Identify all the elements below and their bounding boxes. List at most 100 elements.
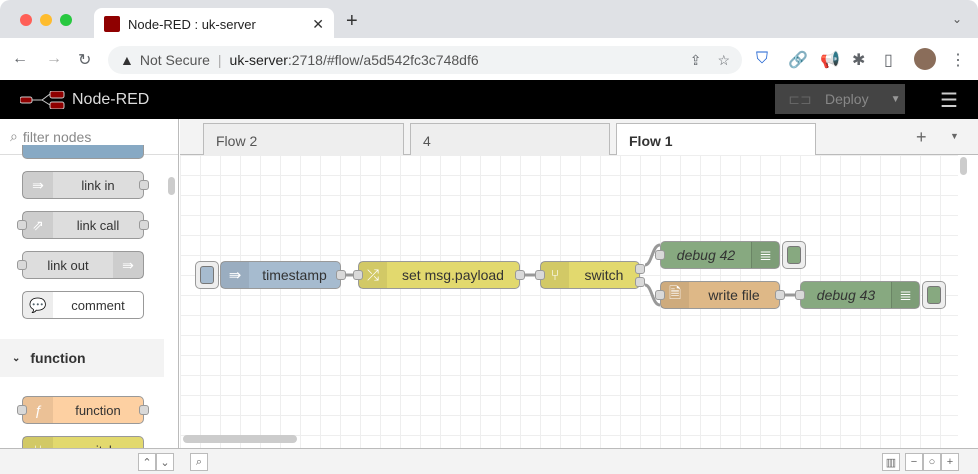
extensions-puzzle-icon[interactable]: ✱	[852, 52, 866, 69]
horizontal-scrollbar[interactable]	[183, 435, 297, 443]
node-label: debug 42	[676, 247, 736, 263]
tab-search-icon[interactable]: ⌄	[952, 12, 963, 26]
back-icon[interactable]: ←	[12, 50, 28, 67]
share-icon[interactable]: ⇪	[689, 51, 702, 68]
input-port[interactable]	[655, 250, 665, 260]
output-port-1[interactable]	[635, 264, 645, 274]
link-in-icon: ⇛	[23, 172, 53, 198]
forward-icon[interactable]: →	[46, 50, 62, 67]
footer-bar: ⌃ ⌄ ⌕ ▥ − ○ +	[0, 448, 978, 474]
switch-icon: ⑂	[23, 437, 53, 448]
deploy-label: Deploy	[825, 91, 869, 107]
link-out-icon: ⇛	[113, 252, 143, 278]
palette-node-function[interactable]: ƒ function	[17, 396, 149, 424]
browser-tab-strip: Node-RED : uk-server ✕ + ⌄	[0, 0, 978, 40]
close-window-button[interactable]	[20, 14, 32, 26]
node-label: link in	[81, 177, 115, 193]
url-host: uk-server	[229, 52, 288, 68]
node-label: function	[75, 402, 121, 418]
shuffle-icon: ⤮	[359, 262, 387, 288]
palette-scrollbar[interactable]	[168, 177, 175, 195]
search-flows-icon[interactable]: ⌕	[190, 453, 208, 471]
flow-node-debug-42[interactable]: debug 42 ≣	[655, 241, 780, 269]
flow-list-dropdown-icon[interactable]: ▼	[950, 131, 959, 141]
search-icon: ⌕	[10, 128, 18, 144]
bitwarden-extension-icon[interactable]: ⛉	[756, 50, 769, 67]
expand-all-icon[interactable]: ⌄	[156, 453, 174, 471]
close-tab-icon[interactable]: ✕	[312, 15, 324, 32]
input-port	[17, 405, 27, 415]
function-icon: ƒ	[23, 397, 53, 423]
debug-43-toggle-button[interactable]	[922, 281, 946, 309]
inject-trigger-button[interactable]	[195, 261, 219, 289]
palette-node-link-out[interactable]: link out ⇛	[17, 251, 144, 279]
link-call-icon: ⇗	[23, 212, 53, 238]
node-label: link out	[47, 257, 89, 273]
input-port[interactable]	[655, 290, 665, 300]
output-port[interactable]	[515, 270, 525, 280]
palette-node-partial[interactable]	[22, 145, 144, 159]
browser-menu-icon[interactable]: ⋮	[950, 52, 966, 69]
palette-node-switch[interactable]: ⑂switch	[22, 436, 144, 448]
flow-node-set-msg-payload[interactable]: ⤮set msg.payload	[353, 261, 525, 289]
flow-node-debug-43[interactable]: debug 43 ≣	[795, 281, 920, 309]
warning-icon: ▲	[120, 52, 134, 68]
browser-tab[interactable]: Node-RED : uk-server ✕	[94, 8, 334, 40]
deploy-dropdown-icon[interactable]: ▼	[890, 93, 901, 105]
deploy-icon: ⊏⊐	[788, 90, 812, 107]
node-label: link call	[76, 217, 120, 233]
main-menu-icon[interactable]: ☰	[940, 90, 958, 112]
minimize-window-button[interactable]	[40, 14, 52, 26]
output-port-2[interactable]	[635, 277, 645, 287]
megaphone-extension-icon[interactable]: 📢	[820, 52, 840, 69]
node-label: write file	[708, 287, 760, 303]
flow-node-timestamp[interactable]: ⇛ timestamp	[220, 261, 346, 289]
debug-list-icon: ≣	[891, 282, 919, 308]
maximize-window-button[interactable]	[60, 14, 72, 26]
navigator-map-icon[interactable]: ▥	[882, 453, 900, 471]
reload-icon[interactable]: ↻	[78, 52, 92, 69]
output-port	[139, 220, 149, 230]
node-label: debug 43	[816, 287, 876, 303]
workspace: Flow 2 4 Flow 1 + ▼ ⇛ timestamp ⤮set msg.…	[180, 119, 978, 448]
flow-node-write-file[interactable]: 🗎 write file	[655, 281, 785, 309]
input-port[interactable]	[795, 290, 805, 300]
add-flow-icon[interactable]: +	[916, 127, 927, 147]
debug-list-icon: ≣	[751, 242, 779, 268]
browser-tab-title: Node-RED : uk-server	[128, 16, 256, 32]
bookmark-star-icon[interactable]: ☆	[717, 51, 730, 68]
filter-placeholder: filter nodes	[22, 128, 92, 145]
flow-node-switch[interactable]: ⑂switch	[535, 261, 645, 289]
palette-category-function[interactable]: ⌄ function	[0, 339, 164, 377]
tab-flow-2[interactable]: Flow 2	[203, 123, 404, 155]
output-port[interactable]	[336, 270, 346, 280]
side-panel-icon[interactable]: ▯	[884, 52, 893, 69]
tab-flow-1[interactable]: Flow 1	[616, 123, 816, 156]
link-extension-icon[interactable]: 🔗	[788, 52, 808, 69]
profile-avatar[interactable]	[914, 48, 936, 70]
tab-4[interactable]: 4	[410, 123, 610, 155]
palette-node-link-in[interactable]: ⇛ link in	[22, 171, 149, 199]
address-bar[interactable]: ▲ Not Secure | uk-server:2718/#flow/a5d5…	[108, 46, 742, 74]
chevron-down-icon: ⌄	[12, 352, 21, 364]
input-port[interactable]	[353, 270, 363, 280]
node-label: timestamp	[262, 267, 327, 283]
deploy-button[interactable]: ⊏⊐ Deploy ▼	[775, 84, 905, 114]
debug-42-toggle-button[interactable]	[782, 241, 806, 269]
collapse-all-icon[interactable]: ⌃	[138, 453, 156, 471]
output-port[interactable]	[775, 290, 785, 300]
zoom-reset-icon[interactable]: ○	[923, 453, 941, 471]
zoom-in-icon[interactable]: +	[941, 453, 959, 471]
file-icon: 🗎	[661, 282, 689, 308]
flow-canvas[interactable]: ⇛ timestamp ⤮set msg.payload ⑂switch debu…	[180, 155, 958, 448]
palette-node-comment[interactable]: 💬comment	[22, 291, 144, 319]
category-label: function	[30, 350, 86, 366]
security-label: Not Secure	[139, 52, 210, 68]
vertical-scrollbar[interactable]	[960, 157, 967, 175]
input-port[interactable]	[535, 270, 545, 280]
inject-arrow-icon: ⇛	[221, 262, 249, 288]
zoom-out-icon[interactable]: −	[905, 453, 923, 471]
new-tab-button[interactable]: +	[346, 10, 358, 32]
wire	[644, 243, 661, 267]
palette-node-link-call[interactable]: ⇗ link call	[17, 211, 149, 239]
